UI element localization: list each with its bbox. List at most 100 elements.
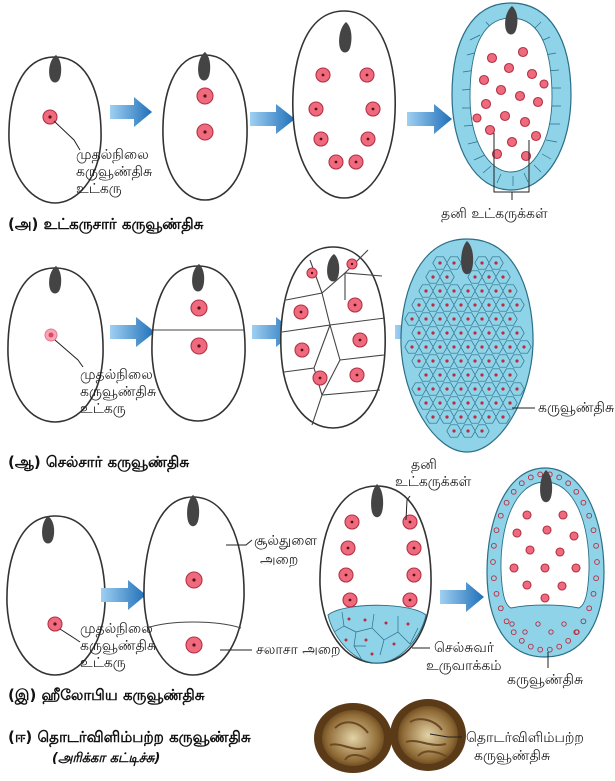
c-cell-formation-label-1: செல்சுவர்: [434, 640, 495, 656]
cell-nucleus: [480, 401, 483, 404]
cell-nucleus: [501, 359, 504, 362]
subcaption-d: (அரிக்கா கட்டிச்சு): [52, 751, 160, 767]
cell-nucleus: [431, 303, 434, 306]
cell-nucleus: [501, 415, 504, 418]
cell-nucleus: [473, 359, 476, 362]
arrow-a3: [407, 104, 452, 134]
b-nucleus-label-3: உட்கரு: [80, 401, 126, 417]
cell-nucleus: [515, 331, 518, 334]
cell-nucleus: [452, 373, 455, 376]
sac-a2: [163, 52, 247, 200]
cell-nucleus: [494, 317, 497, 320]
cell-nucleus: [494, 261, 497, 264]
cell-nucleus: [438, 373, 441, 376]
sac-a4: [452, 3, 571, 190]
cell-nucleus: [452, 317, 455, 320]
c-nucleus-label-2: கருவூண்திசு: [80, 638, 156, 654]
cell-nucleus: [501, 331, 504, 334]
cell-nucleus: [431, 359, 434, 362]
cell-nucleus: [459, 359, 462, 362]
cell-nucleus: [424, 401, 427, 404]
cell-nucleus: [417, 359, 420, 362]
a-nucleus-label-2: கருவூண்திசு: [76, 164, 152, 180]
cell-nucleus: [459, 331, 462, 334]
b-nucleus-label-1: முதல்நிலை: [80, 367, 153, 383]
labels: முதல்நிலை கருவூண்திசு உட்கரு (அ) உட்கருச…: [8, 147, 614, 767]
cell-nucleus: [515, 387, 518, 390]
cell-nucleus: [445, 303, 448, 306]
row-b-cellular-endosperm: [8, 239, 535, 452]
d-endosperm-label-1: தொடர்விளிம்பற்ற: [466, 730, 584, 746]
cell-nucleus: [410, 317, 413, 320]
cell-nucleus: [487, 359, 490, 362]
cell-nucleus: [466, 289, 469, 292]
arrow-a1: [110, 97, 152, 127]
cell-nucleus: [431, 387, 434, 390]
arrow-a2: [250, 104, 295, 134]
cell-nucleus: [508, 289, 511, 292]
cell-nucleus: [417, 331, 420, 334]
cell-nucleus: [480, 289, 483, 292]
cell-nucleus: [508, 317, 511, 320]
cell-nucleus: [480, 429, 483, 432]
cell-nucleus: [494, 373, 497, 376]
cell-nucleus: [438, 401, 441, 404]
cell-nucleus: [480, 317, 483, 320]
cell-nucleus: [466, 401, 469, 404]
a-nucleus-label-1: முதல்நிலை: [76, 147, 149, 163]
cell-nucleus: [445, 359, 448, 362]
cell-nucleus: [452, 289, 455, 292]
cell-nucleus: [431, 415, 434, 418]
cell-nucleus: [459, 303, 462, 306]
cell-nucleus: [487, 415, 490, 418]
cell-nucleus: [473, 387, 476, 390]
caption-c: (இ) ஹீலோபிய கருவூண்திசு: [8, 686, 205, 705]
sac-a3: [293, 11, 395, 198]
cell-nucleus: [466, 373, 469, 376]
b-endosperm-label: கருவூண்திசு: [538, 400, 614, 416]
sac-c3: [320, 484, 431, 663]
cell-nucleus: [473, 331, 476, 334]
cell-nucleus: [487, 331, 490, 334]
c-chalazal-label: சலாசா அறை: [256, 642, 341, 658]
cell-nucleus: [508, 373, 511, 376]
sac-b2: [152, 264, 245, 421]
cell-nucleus: [459, 415, 462, 418]
cell-nucleus: [494, 401, 497, 404]
caption-b: (ஆ) செல்சார் கருவூண்திசு: [8, 453, 189, 472]
cell-nucleus: [508, 345, 511, 348]
cell-nucleus: [424, 317, 427, 320]
cell-nucleus: [431, 331, 434, 334]
cell-nucleus: [459, 387, 462, 390]
sac-c2: [144, 495, 244, 675]
cell-nucleus: [452, 345, 455, 348]
cell-nucleus: [410, 345, 413, 348]
caption-a: (அ) உட்கருசார் கருவூண்திசு: [8, 215, 204, 234]
caption-d: (ஈ) தொடர்விளிம்பற்ற கருவூண்திசு: [8, 728, 251, 747]
b-nucleus-label-2: கருவூண்திசு: [80, 384, 156, 400]
cell-nucleus: [480, 261, 483, 264]
c-micropylar-label-2: அறை: [260, 552, 298, 568]
arrow-c1: [101, 580, 146, 610]
a-free-nuclei-label: தனி உட்கருக்கள்: [441, 206, 548, 222]
cell-nucleus: [466, 317, 469, 320]
cell-nucleus: [480, 373, 483, 376]
sac-b3: [281, 247, 385, 428]
row-d-ruminate-endosperm-photo: [314, 699, 466, 773]
cell-nucleus: [438, 261, 441, 264]
cell-nucleus: [445, 387, 448, 390]
cell-nucleus: [445, 331, 448, 334]
cell-nucleus: [431, 275, 434, 278]
c-nucleus-label-1: முதல்நிலை: [80, 621, 153, 637]
arrow-b1: [110, 317, 155, 347]
cell-nucleus: [466, 345, 469, 348]
cell-nucleus: [501, 303, 504, 306]
sac-c4: [487, 468, 604, 657]
c-free-nuclei-label-2: உட்கருக்கள்: [395, 474, 472, 490]
c-endosperm-label: கருவூண்திசு: [507, 672, 583, 688]
cell-nucleus: [515, 359, 518, 362]
cell-nucleus: [522, 345, 525, 348]
cell-nucleus: [494, 345, 497, 348]
cell-nucleus: [487, 387, 490, 390]
